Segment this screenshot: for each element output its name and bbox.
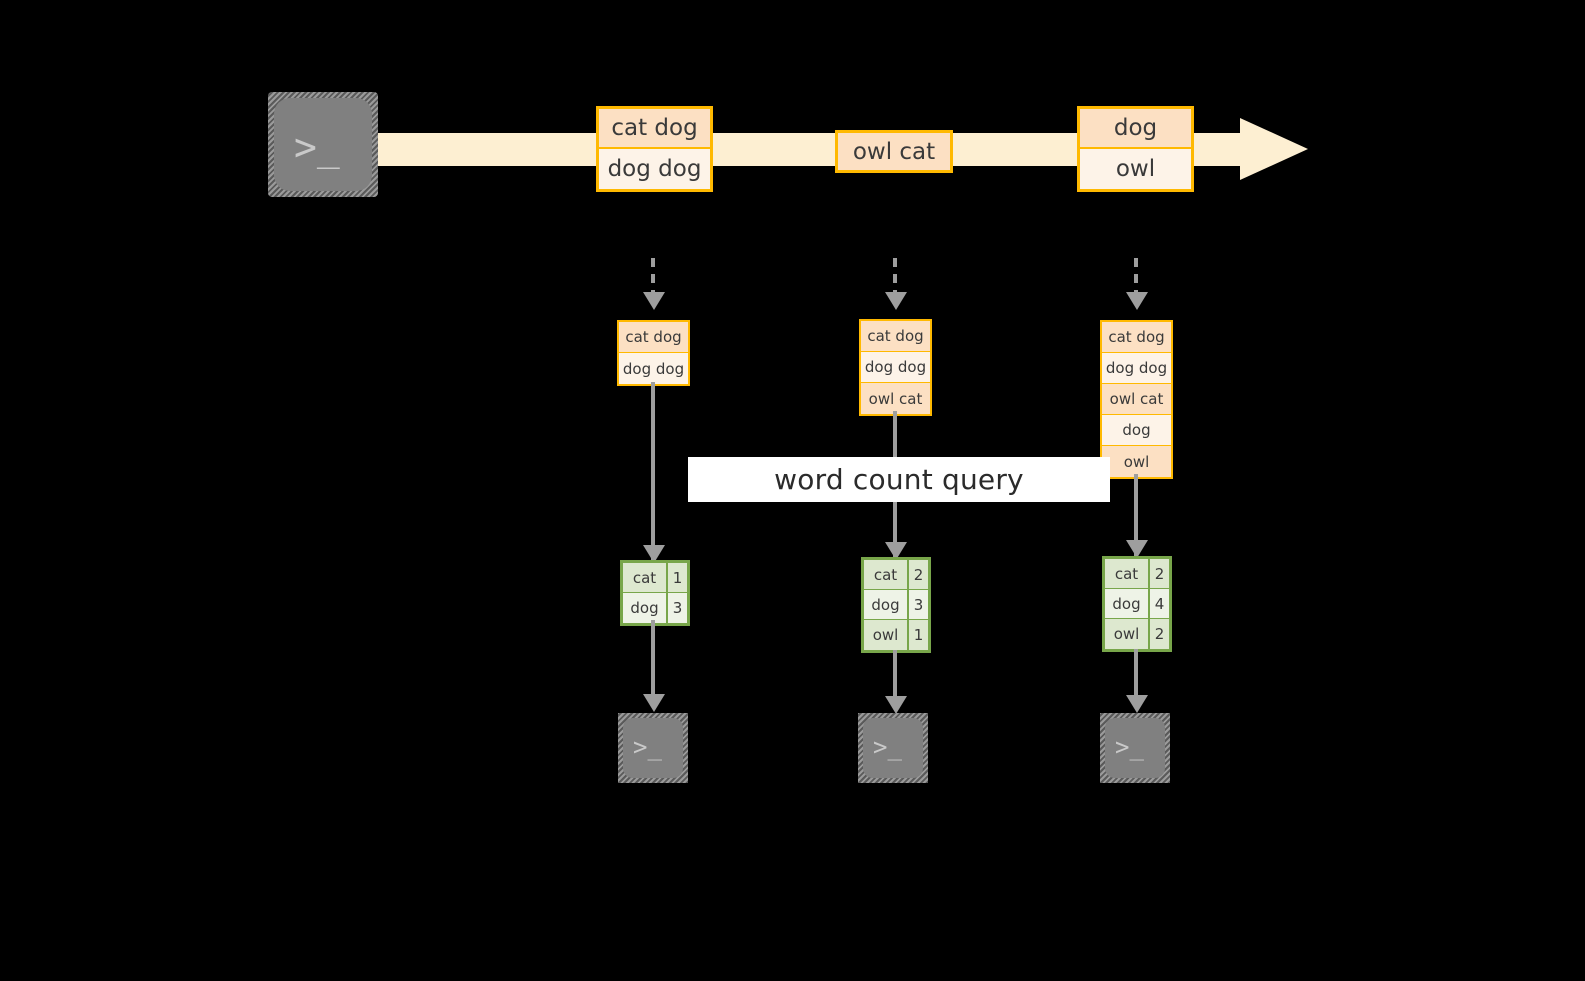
trigger-3-result-table: cat 2 dog 4 owl 2 (1102, 556, 1172, 652)
stream-record: owl cat (838, 133, 950, 170)
terminal-prompt-glyph: >_ (633, 733, 662, 761)
trigger-2-query-arrowhead-icon (885, 542, 907, 560)
table-cell-word: cat (864, 560, 909, 589)
table-cell-count: 1 (913, 626, 924, 644)
trigger-2-sink-arrow-line (893, 650, 897, 700)
trigger-2-dashed-arrow-line (893, 258, 897, 294)
trigger-2-input-stack: cat dog dog dog owl cat (859, 319, 932, 416)
trigger-3-sink-terminal-icon: >_ (1100, 713, 1170, 783)
trigger-1-input-stack: cat dog dog dog (617, 320, 690, 386)
table-row: cat 1 (623, 563, 687, 593)
table-row: dog 4 (1105, 589, 1169, 619)
terminal-screen (274, 98, 372, 191)
terminal-screen (1105, 718, 1165, 778)
table-row: dog 3 (864, 590, 928, 620)
trigger-2-sink-arrowhead-icon (885, 696, 907, 714)
trigger-1-query-arrowhead-icon (643, 545, 665, 563)
input-record: cat dog (619, 322, 688, 353)
trigger-3-input-stack: cat dog dog dog owl cat dog owl (1100, 320, 1173, 479)
table-cell-word: cat (623, 563, 668, 592)
table-cell-word: owl (864, 620, 909, 650)
input-record: dog dog (1102, 353, 1171, 384)
stream-batch-1: cat dog dog dog (596, 106, 713, 192)
table-cell-count: 2 (1154, 625, 1165, 643)
trigger-1-sink-arrowhead-icon (643, 694, 665, 712)
terminal-screen (863, 718, 923, 778)
table-cell-count: 2 (1154, 564, 1165, 583)
table-cell-word: owl (1105, 619, 1150, 649)
trigger-1-dashed-arrowhead-icon (643, 292, 665, 310)
trigger-2-result-table: cat 2 dog 3 owl 1 (861, 557, 931, 653)
terminal-screen (623, 718, 683, 778)
stream-batch-2: owl cat (835, 130, 953, 173)
trigger-3-query-arrow-line (1134, 474, 1138, 558)
trigger-3-query-arrowhead-icon (1126, 540, 1148, 558)
trigger-3-sink-arrowhead-icon (1126, 695, 1148, 713)
input-record: cat dog (1102, 322, 1171, 353)
trigger-1-query-arrow-line (651, 382, 655, 562)
table-cell-word: dog (864, 590, 909, 619)
trigger-2-dashed-arrowhead-icon (885, 292, 907, 310)
trigger-2-sink-terminal-icon: >_ (858, 713, 928, 783)
input-record: owl cat (861, 383, 930, 414)
trigger-1-sink-arrow-line (651, 620, 655, 698)
stream-record: dog dog (599, 149, 710, 189)
stream-record: dog (1080, 109, 1191, 149)
trigger-1-result-table: cat 1 dog 3 (620, 560, 690, 626)
table-cell-count: 4 (1154, 594, 1165, 613)
input-record: dog (1102, 415, 1171, 446)
input-record: owl cat (1102, 384, 1171, 415)
trigger-3-dashed-arrow-line (1134, 258, 1138, 294)
table-cell-count: 2 (913, 565, 924, 584)
table-row: dog 3 (623, 593, 687, 623)
terminal-prompt-glyph: >_ (294, 125, 340, 169)
input-record: cat dog (861, 321, 930, 352)
table-cell-word: dog (1105, 589, 1150, 618)
terminal-prompt-glyph: >_ (873, 733, 902, 761)
trigger-1-sink-terminal-icon: >_ (618, 713, 688, 783)
input-record: owl (1102, 446, 1171, 477)
stream-record: cat dog (599, 109, 710, 149)
trigger-3-dashed-arrowhead-icon (1126, 292, 1148, 310)
table-row: cat 2 (864, 560, 928, 590)
table-cell-count: 1 (672, 568, 683, 587)
table-cell-word: cat (1105, 559, 1150, 588)
trigger-1-dashed-arrow-line (651, 258, 655, 294)
table-cell-word: dog (623, 593, 668, 623)
input-record: dog dog (619, 353, 688, 384)
table-row: owl 2 (1105, 619, 1169, 649)
stream-record: owl (1080, 149, 1191, 189)
table-row: cat 2 (1105, 559, 1169, 589)
table-cell-count: 3 (913, 595, 924, 614)
table-cell-count: 3 (672, 599, 683, 617)
stream-batch-3: dog owl (1077, 106, 1194, 192)
table-row: owl 1 (864, 620, 928, 650)
query-label-band: word count query (688, 457, 1110, 502)
stream-arrowhead-icon (1240, 118, 1308, 180)
terminal-prompt-glyph: >_ (1115, 733, 1144, 761)
source-terminal-icon: >_ (268, 92, 378, 197)
input-record: dog dog (861, 352, 930, 383)
trigger-3-sink-arrow-line (1134, 649, 1138, 699)
query-label: word count query (774, 463, 1024, 496)
